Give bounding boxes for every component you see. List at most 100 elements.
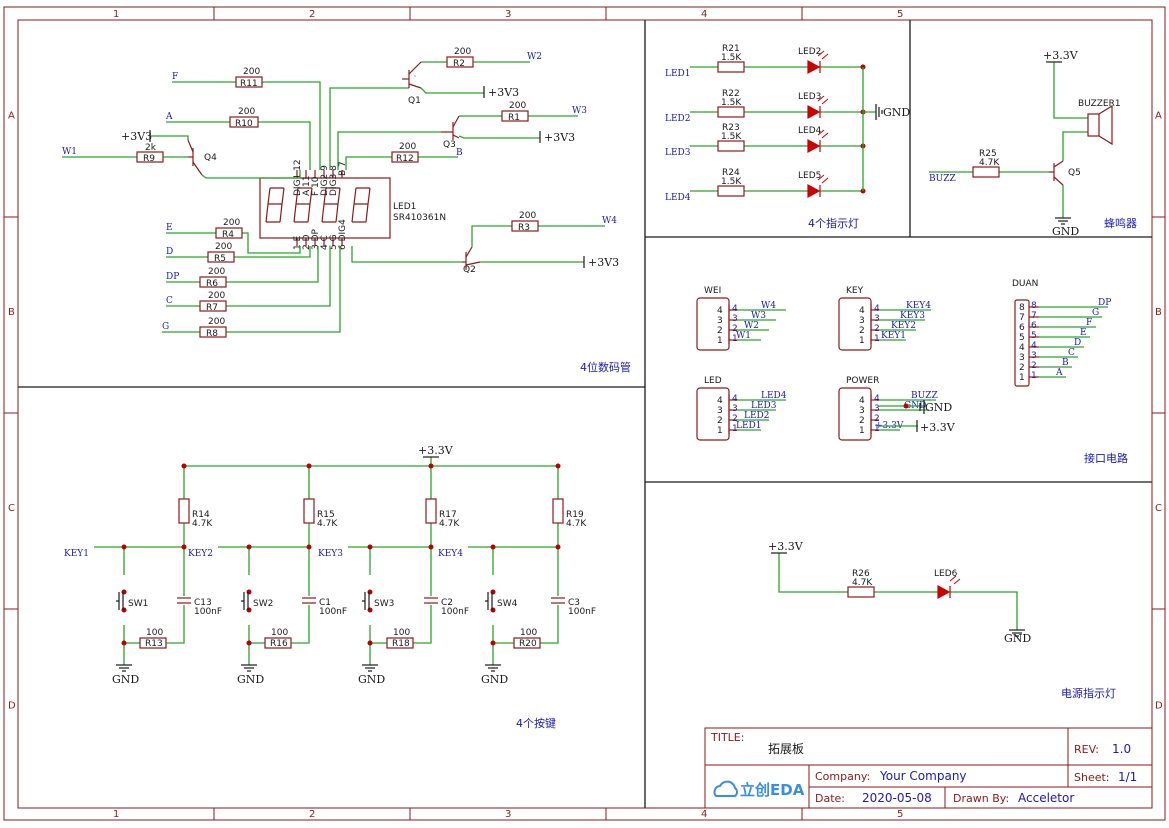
led-diode-icon [807, 104, 821, 120]
key-switch-ref-1: SW1 [128, 599, 148, 609]
r11-ref: R11 [240, 79, 258, 89]
pin-label-top-3: F 10 [311, 176, 321, 196]
r1-value: 200 [509, 101, 526, 111]
key-gnd-4: GND [481, 673, 508, 686]
duan-net: C [1068, 348, 1075, 358]
duan-net: G [1092, 308, 1099, 318]
r1-ref: R1 [508, 113, 520, 123]
seven-segment-display [259, 177, 391, 239]
connector-pin: 2 [717, 326, 723, 336]
connector-pin: 3 [859, 406, 865, 416]
section-label-power-led: 电源指示灯 [1061, 686, 1116, 700]
ruler-col-1: 1 [113, 9, 119, 20]
power-gnd-label: GND [925, 401, 952, 414]
connector-power [838, 387, 872, 441]
r6-value: 200 [208, 267, 225, 277]
duan-net: A [1055, 368, 1063, 378]
pin-label-top-5: DIG3 8 [329, 165, 339, 196]
ruler-row-right-B: B [1155, 307, 1162, 318]
connector-pin-num: 1 [732, 424, 738, 434]
connector-pin-num: 1 [874, 334, 880, 344]
duan-pin: 4 [1019, 343, 1025, 353]
connector-pin-num: 3 [732, 404, 738, 414]
indicator-gnd: GND [883, 106, 910, 119]
display-section: LED1 SR410361N DIG1 12 A 11 F 10 DIG2 9 … [62, 47, 619, 339]
key-switch-ref-3: SW3 [374, 599, 394, 609]
tb-sheet-label: Sheet: [1074, 771, 1110, 784]
key-gnd-1: GND [112, 673, 139, 686]
r6-ref: R6 [206, 279, 218, 289]
indicator-res-ref-3: R23 [722, 123, 740, 133]
section-label-display: 4位数码管 [580, 360, 631, 374]
net-F: F [172, 72, 178, 82]
pin-label-bot-4: 4 C [320, 235, 330, 250]
net-D: D [166, 247, 173, 257]
connector-pin: 1 [717, 336, 723, 346]
connector-pin: 3 [717, 406, 723, 416]
pin-label-bot-6: 6 DIG4 [338, 219, 348, 250]
power-led-diode-icon [937, 584, 951, 600]
connector-pin: 1 [717, 426, 723, 436]
connector-pin: 2 [859, 326, 865, 336]
net-W4: W4 [602, 216, 617, 226]
connector-pin: 2 [859, 416, 865, 426]
r10-ref: R10 [235, 119, 253, 129]
duan-pin-num: 1 [1031, 371, 1037, 381]
duan-net: F [1086, 318, 1092, 328]
led6-ref: LED6 [934, 569, 958, 579]
duan-net: E [1080, 328, 1087, 338]
duan-net: B [1062, 358, 1069, 368]
connector-net: LED4 [761, 391, 787, 401]
pin-label-top-4: DIG2 9 [320, 165, 330, 196]
connector-net: KEY3 [900, 311, 925, 321]
key-res-value-2: 100 [271, 628, 288, 638]
connector-key [838, 297, 872, 351]
r4-value: 200 [223, 218, 240, 228]
duan-pin-num: 4 [1031, 341, 1037, 351]
indicator-res-ref-2: R22 [722, 89, 740, 99]
transistor-q5 [1049, 160, 1064, 186]
connector-pin-num: 2 [732, 324, 738, 334]
r9-ref: R9 [143, 154, 155, 164]
cloud-logo-icon [713, 780, 738, 797]
r3-value: 200 [519, 211, 536, 221]
r8-value: 200 [208, 317, 225, 327]
connector-name-wei: WEI [704, 286, 721, 296]
pin-label-bot-1: 1 E [293, 235, 303, 250]
buzzer-icon [1087, 104, 1113, 146]
power-led-section: +3.3V GND R26 4.7K LED6 [768, 540, 1031, 645]
connector-pin-num: 1 [874, 424, 880, 434]
key-res-ref-4: R20 [519, 639, 537, 649]
ruler-col-bottom-5: 5 [897, 809, 903, 820]
duan-pin: 1 [1019, 373, 1025, 383]
key-net-4: KEY4 [438, 549, 463, 559]
buzzer-ref: BUZZER1 [1078, 99, 1121, 109]
pwr-label-q1: +3V3 [488, 86, 519, 99]
ruler-col-bottom-1: 1 [113, 809, 119, 820]
ruler-row-right-D: D [1155, 701, 1163, 712]
power-vcc-label: +3.3V [920, 421, 956, 434]
tb-title: 拓展板 [768, 742, 804, 756]
net-W2: W2 [527, 52, 542, 62]
indicator-led-ref-3: LED4 [798, 126, 822, 136]
connector-name-duan: DUAN [1012, 279, 1038, 289]
r2-ref: R2 [453, 59, 465, 69]
light-rays-icon [817, 174, 829, 184]
key-res-ref-1: R13 [145, 639, 163, 649]
pin-label-bot-3: 3 DP [311, 228, 321, 250]
connector-pin-num: 3 [874, 314, 880, 324]
pin-label-bot-5: 5 G [329, 234, 339, 250]
q1-ref: Q1 [408, 96, 421, 106]
transistor-q2 [462, 246, 481, 270]
key-res-value-3: 100 [393, 628, 410, 638]
lceda-logo: 立创EDA [740, 781, 805, 799]
indicator-net-4: LED4 [665, 193, 691, 203]
ruler-col-2: 2 [309, 9, 315, 20]
indicator-res-ref-4: R24 [722, 168, 740, 178]
key-pull-value-2: 4.7K [317, 519, 338, 529]
connector-pin-num: 4 [874, 304, 880, 314]
duan-pin-num: 6 [1031, 321, 1037, 331]
led-diode-icon [807, 183, 821, 199]
pushbutton-icon [241, 592, 249, 610]
led-diode-icon [807, 138, 821, 154]
